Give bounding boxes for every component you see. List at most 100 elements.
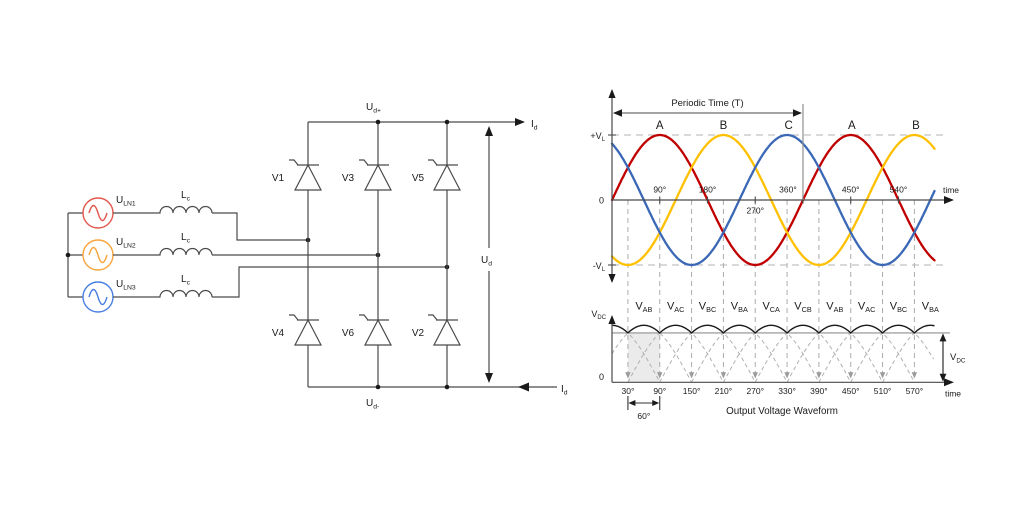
thyristor-triangle — [364, 163, 392, 191]
thyristor-triangle — [364, 318, 392, 346]
thyristor-label: V1 — [272, 173, 285, 184]
ud-up-arrowhead — [485, 126, 493, 136]
junction-dot — [444, 119, 450, 125]
y-axis-label-pos: +VL — [590, 131, 605, 143]
gridline-arrowhead — [784, 372, 790, 379]
gridline-arrowhead — [720, 372, 727, 379]
marker-arrowhead — [628, 400, 636, 406]
x-tick-label: 270° — [746, 206, 764, 216]
junction-dot — [65, 252, 71, 258]
thyristor-label: V5 — [412, 173, 425, 184]
axis-arrowhead — [944, 378, 954, 387]
top-chart-title: Periodic Time (T) — [671, 98, 743, 109]
phase-b-curve — [610, 133, 936, 267]
source-label: ULN1 — [116, 195, 136, 208]
dc-annotations: Id Id Ud+ Ud- Ud — [366, 102, 568, 411]
vdc-arrowhead — [939, 333, 947, 342]
phase-a-wire — [212, 212, 308, 241]
source-label: ULN3 — [116, 279, 136, 292]
thyristor-v4: V4 — [272, 314, 322, 346]
ac-source-2: ULN2 — [82, 237, 136, 271]
phase-a-curve — [610, 133, 936, 267]
sine-glyph — [88, 204, 108, 222]
line-to-line-arc — [882, 324, 934, 383]
thyristor-gate — [289, 314, 299, 321]
phase-c-wire — [212, 266, 447, 298]
segment-label: VAC — [667, 301, 684, 315]
thyristor-label: V3 — [342, 173, 355, 184]
highlighted-segment — [627, 332, 660, 383]
id-top-label: Id — [531, 119, 538, 132]
line-to-line-arc — [850, 324, 934, 383]
segment-label: VCB — [794, 301, 812, 315]
axis-arrowhead — [608, 315, 616, 324]
x-tick-label: 540° — [890, 185, 908, 195]
source-label: ULN2 — [116, 237, 136, 250]
axis-arrowhead — [944, 196, 954, 204]
segment-label: VBA — [731, 301, 748, 315]
gridline-arrowhead — [816, 372, 822, 379]
thyristor-v3: V3 — [342, 159, 392, 191]
y-axis-label-zero: 0 — [599, 196, 604, 206]
ac-source-1: ULN1 — [82, 195, 136, 229]
vdc-measure-label: VDC — [950, 352, 966, 364]
x-tick-label: 450° — [842, 386, 860, 396]
id-bottom-arrowhead — [518, 382, 529, 392]
thyristor-gate — [428, 314, 438, 321]
marker-arrowhead — [652, 400, 660, 406]
junction-dot — [444, 384, 450, 390]
bracket-arrowhead — [792, 109, 802, 117]
three-phase-rectifier-circuit: ULN1 ULN2 ULN3 Lc Lc Lc — [65, 102, 568, 411]
bottom-chart-title: Output Voltage Waveform — [726, 406, 838, 417]
x-tick-label: 90° — [653, 185, 666, 195]
inductor-label: Lc — [181, 232, 191, 245]
phase-label-a: A — [656, 120, 664, 132]
thyristor-v5: V5 — [412, 159, 461, 191]
ud-down-arrowhead — [485, 373, 493, 383]
thyristor-v6: V6 — [342, 314, 392, 346]
segment-label: VCA — [762, 301, 780, 315]
y-axis-label-vdc: VDC — [591, 309, 606, 321]
ud-label: Ud — [481, 255, 492, 268]
source-bus-wires — [65, 212, 83, 298]
y-axis-label-zero: 0 — [599, 372, 604, 382]
x-tick-label: 30° — [621, 386, 634, 396]
thyristor-label: V6 — [342, 328, 355, 339]
x-tick-label: 360° — [779, 185, 797, 195]
inductor-label: Lc — [181, 190, 191, 203]
x-tick-label: 150° — [683, 386, 701, 396]
id-bottom-label: Id — [561, 384, 568, 397]
vdc-arrowhead — [939, 373, 947, 382]
sine-glyph — [88, 288, 108, 306]
segment-label: VAB — [635, 301, 652, 315]
segment-label: VAC — [858, 301, 875, 315]
inductor-coil — [113, 247, 213, 256]
x-tick-label: 390° — [810, 386, 828, 396]
bracket-arrowhead — [613, 109, 622, 117]
segment-label: VBC — [699, 301, 716, 315]
inductor-coil — [113, 205, 213, 214]
ac-source-3: ULN3 — [82, 279, 136, 313]
axis-arrowhead — [608, 89, 616, 98]
thyristor-gate — [359, 159, 369, 166]
output-ripple-curve — [612, 324, 935, 334]
axis-arrowhead — [608, 274, 616, 283]
phase-wires — [212, 212, 450, 298]
sine-glyph — [88, 246, 108, 264]
thyristor-triangle — [294, 163, 322, 191]
id-top-arrowhead — [515, 118, 525, 126]
inductor-label: Lc — [181, 274, 191, 287]
x-tick-label: 210° — [715, 386, 733, 396]
thyristor-triangle — [294, 318, 322, 346]
ud-plus-label: Ud+ — [366, 102, 381, 115]
phase-label-a: A — [848, 120, 856, 132]
thyristor-triangle — [433, 318, 461, 346]
gridline-arrowhead — [752, 372, 758, 379]
ud-minus-label: Ud- — [366, 398, 379, 411]
thyristor-label: V4 — [272, 328, 285, 339]
commutation-inductors: Lc Lc Lc — [113, 190, 213, 298]
thyristor-v1: V1 — [272, 159, 322, 191]
inductor-coil — [113, 289, 213, 298]
